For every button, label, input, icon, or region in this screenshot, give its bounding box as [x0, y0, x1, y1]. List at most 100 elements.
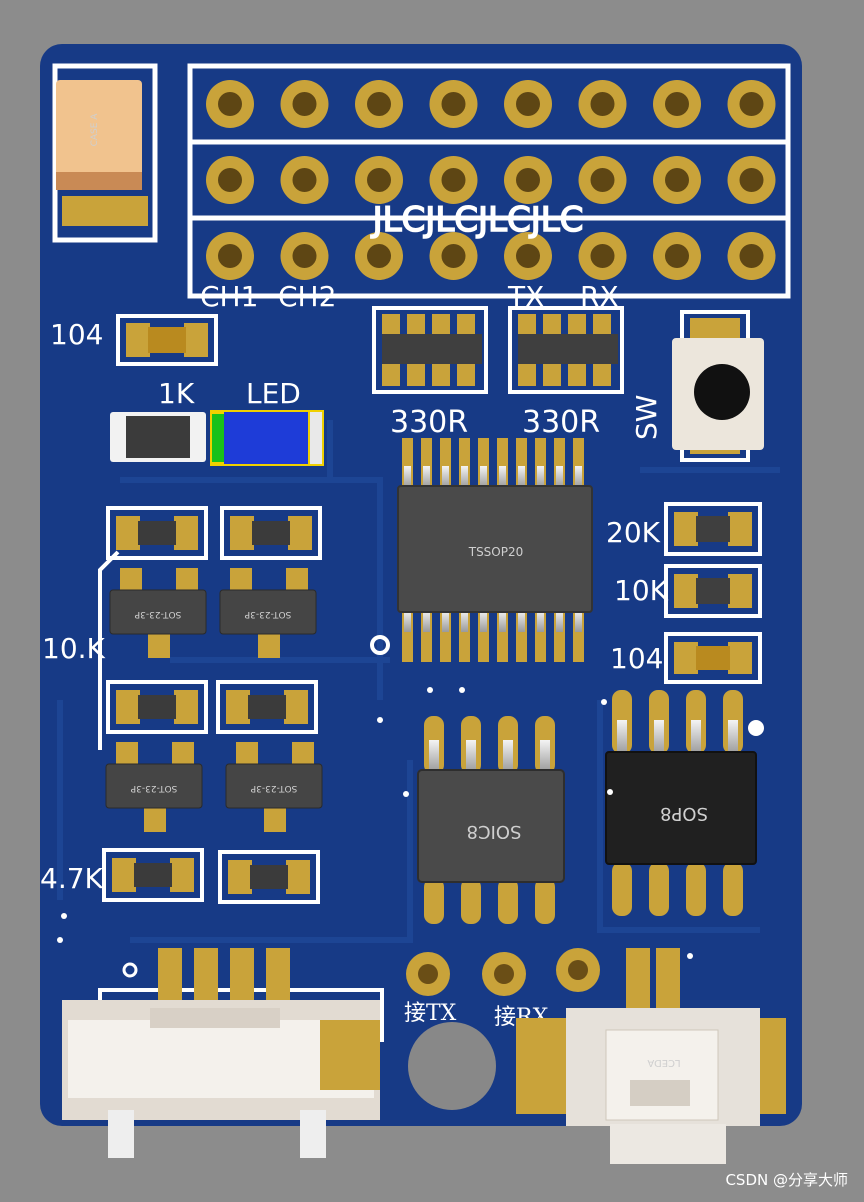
connector-label: LCEDA: [647, 1057, 680, 1068]
header-pin-hole: [516, 168, 540, 192]
sop-pad: [649, 862, 669, 916]
header-pin-hole: [367, 244, 391, 268]
tssop-pin: [404, 610, 411, 632]
tssop-pin: [518, 610, 525, 632]
array-pad: [593, 364, 611, 386]
tssop-pad: [573, 608, 584, 662]
tssop-pad: [421, 608, 432, 662]
resistor-outline: [102, 848, 204, 902]
resistor-body: [134, 863, 172, 887]
sot-pad: [258, 630, 280, 658]
resistor-body: [138, 695, 176, 719]
tssop-pin: [556, 610, 563, 632]
header-pin-hole: [218, 168, 242, 192]
header-pin-hole: [590, 92, 615, 116]
resistor-pad: [286, 860, 310, 894]
tssop-pad: [573, 438, 584, 490]
tssop-pin: [499, 466, 506, 488]
header-silkscreen-label: JLCJLCJLCJLC: [371, 200, 584, 240]
resistor-array-pads: [382, 314, 611, 386]
tssop20-label: TSSOP20: [468, 545, 524, 559]
sot-label: SOT-23-3P: [250, 783, 297, 793]
tssop-pin: [461, 610, 468, 632]
label-104-right: 104: [610, 642, 663, 675]
header-pin-hole: [665, 244, 689, 268]
resistor-array-330r-left: [372, 306, 488, 394]
label-4-7k: 4.7K: [40, 862, 104, 895]
sop-pin: [728, 720, 738, 754]
tssop-pad: [516, 438, 527, 490]
array-pad: [457, 314, 475, 334]
header-pin-hole: [292, 168, 317, 192]
tssop-pin: [404, 466, 411, 488]
resistor-pad: [284, 690, 308, 724]
tssop-pad: [402, 608, 413, 662]
array-pad: [543, 314, 561, 334]
sop8-chip: SOP8: [605, 690, 757, 916]
label-jie-tx: 接TX: [404, 1001, 457, 1026]
header-pin-hole: [516, 244, 540, 268]
resistor-pad: [174, 516, 198, 550]
label-ch2: CH2: [278, 280, 336, 313]
soic-pin: [466, 740, 476, 772]
resistor-outline: [106, 680, 208, 734]
label-104-top: 104: [50, 318, 103, 351]
header-pin-hole: [292, 244, 317, 268]
tssop-pin: [537, 610, 544, 632]
array-pad: [568, 314, 586, 334]
tssop-pad: [497, 438, 508, 490]
tssop-pad: [459, 438, 470, 490]
header-pin-hole: [739, 244, 764, 268]
sot-pad: [264, 804, 286, 832]
tssop-pad: [440, 438, 451, 490]
tssop-pin: [442, 466, 449, 488]
array-pad: [593, 314, 611, 334]
array-pad: [382, 314, 400, 334]
header-pin-grid: [206, 80, 776, 280]
tssop-pad: [478, 438, 489, 490]
label-10k-left: 10.K: [42, 632, 106, 665]
resistor-outline: [220, 506, 322, 560]
header-pin-hole: [739, 168, 764, 192]
resistor-pad: [288, 516, 312, 550]
sot-pad: [144, 804, 166, 832]
resistor-body: [138, 521, 176, 545]
label-330r-left: 330R: [390, 405, 468, 440]
resistor-body: [248, 695, 286, 719]
tssop-pin: [423, 610, 430, 632]
label-20k: 20K: [606, 516, 661, 549]
header-pin-hole: [441, 92, 466, 116]
header-pin-hole: [665, 92, 689, 116]
label-10k-right: 10K: [614, 574, 669, 607]
label-ch1: CH1: [200, 280, 258, 313]
resistor-array-330r-right: [508, 306, 624, 394]
pin-header: JLCJLCJLCJLC: [187, 63, 791, 299]
resistor-pad: [226, 690, 250, 724]
soic8-chip: SOIC8: [417, 716, 565, 924]
array-pad: [518, 364, 536, 386]
soic-pad: [535, 878, 555, 924]
sot-body: [225, 763, 323, 809]
header-pin-hole: [367, 92, 391, 116]
tssop-pad: [554, 438, 565, 490]
array-pad: [407, 314, 425, 334]
header-pin-hole: [218, 244, 242, 268]
tssop-pin: [537, 466, 544, 488]
header-pin-hole: [590, 168, 615, 192]
array-pad: [543, 364, 561, 386]
header-pin-hole: [665, 168, 689, 192]
header-pin-hole: [367, 168, 391, 192]
copper-traces: [57, 420, 780, 943]
array-pad: [518, 314, 536, 334]
tssop-pad: [459, 608, 470, 662]
tssop-pad: [535, 608, 546, 662]
resistor-pad: [116, 690, 140, 724]
resistor-body: [252, 521, 290, 545]
capacitor-104-top: [116, 314, 218, 366]
tssop-pin: [575, 466, 582, 488]
tssop-pin: [499, 610, 506, 632]
tssop-pin: [556, 466, 563, 488]
